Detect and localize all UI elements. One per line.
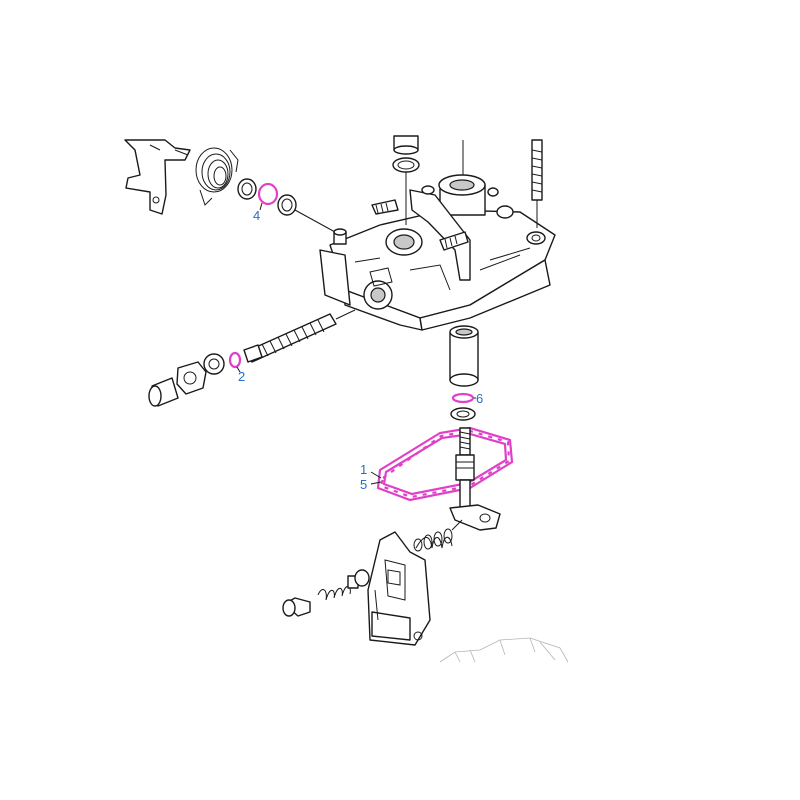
washer-c xyxy=(450,407,476,421)
washer-b xyxy=(277,194,297,216)
callout-2: 2 xyxy=(238,369,245,384)
leader-4 xyxy=(259,202,263,211)
o-ring-2 xyxy=(228,351,242,369)
callout-5: 5 xyxy=(360,477,367,492)
washer-nut-sleeve xyxy=(148,353,225,407)
return-spring xyxy=(413,528,453,552)
main-housing xyxy=(319,174,556,331)
callout-6: 6 xyxy=(476,391,483,406)
mounting-bracket xyxy=(124,139,191,215)
o-ring-4 xyxy=(257,182,279,206)
washer-a xyxy=(237,178,257,200)
callout-1: 1 xyxy=(360,462,367,477)
adjacent-housing-outline xyxy=(439,637,569,663)
threaded-adjuster xyxy=(243,309,356,363)
cylinder-sleeve xyxy=(449,325,479,387)
governor-bracket xyxy=(367,531,431,646)
torsion-spring xyxy=(195,147,239,206)
callout-4: 4 xyxy=(253,208,260,223)
gasket-1-5 xyxy=(376,426,514,502)
stop-pin-assembly xyxy=(282,569,370,617)
o-ring-6 xyxy=(451,392,475,404)
top-pins xyxy=(392,135,543,228)
plunger-shaft xyxy=(449,427,501,531)
